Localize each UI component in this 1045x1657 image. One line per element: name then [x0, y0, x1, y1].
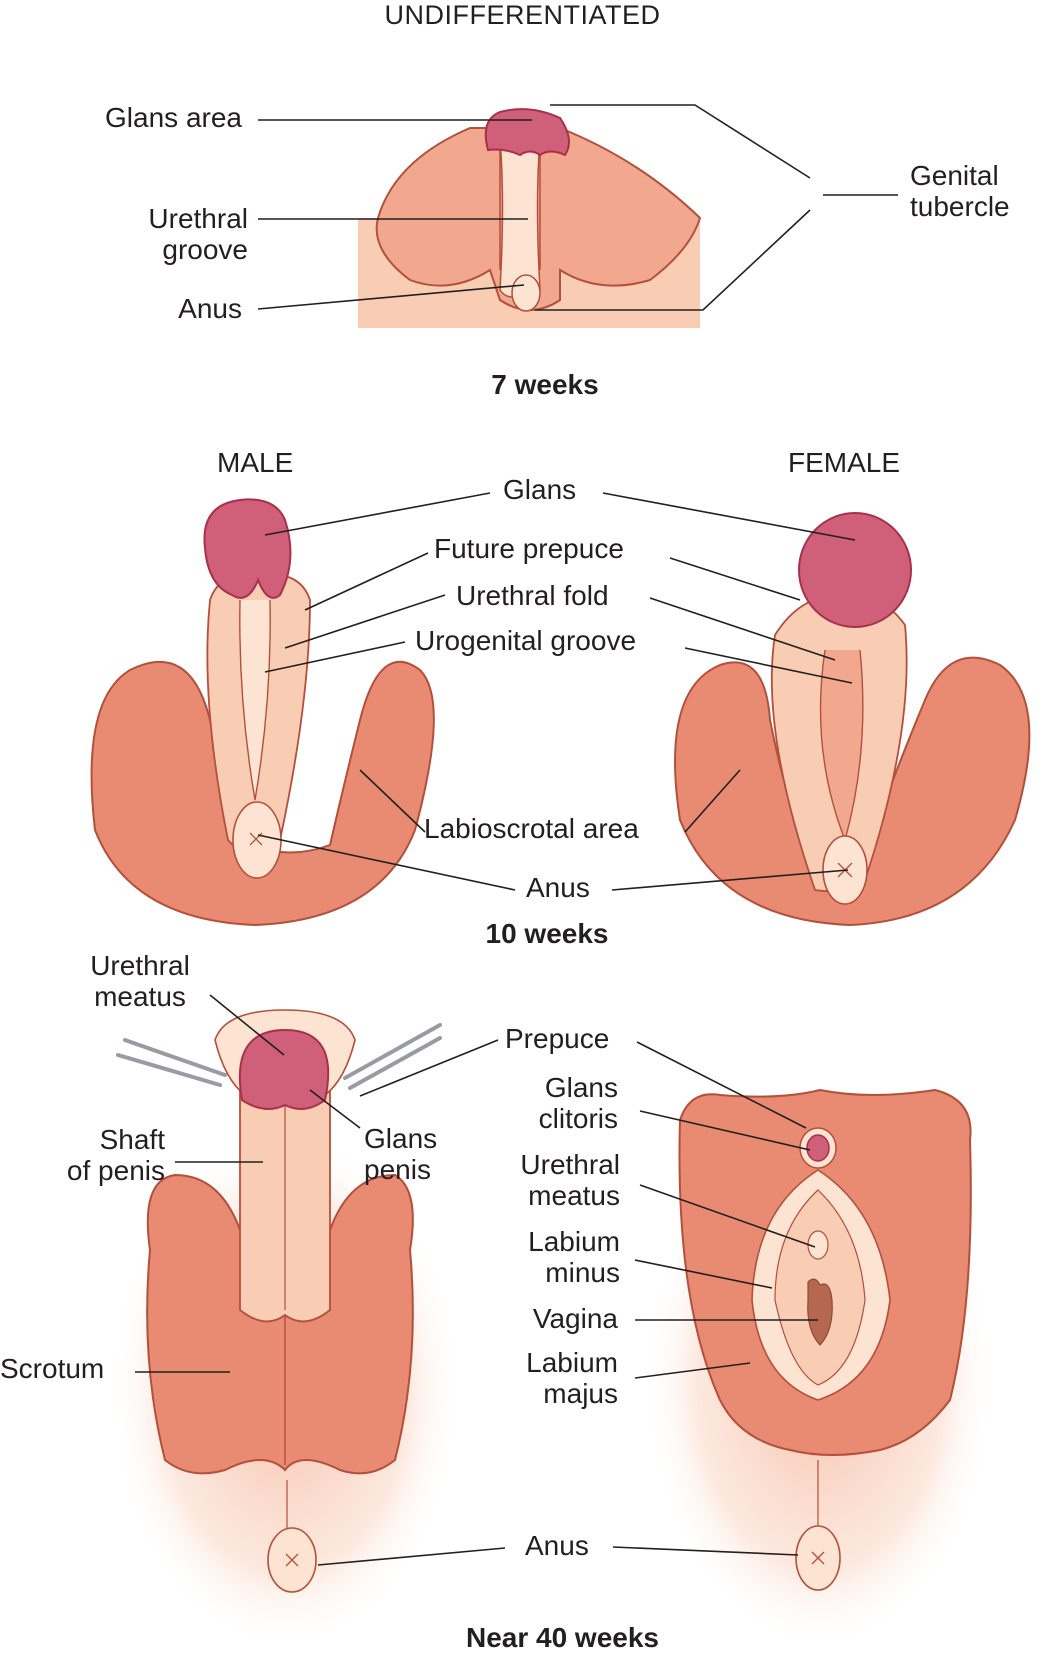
- leader-future-prepuce-male: [304, 552, 429, 611]
- leader-labioscrotal-male: [359, 769, 426, 833]
- label-glans-penis: Glans penis: [364, 1123, 438, 1185]
- label-anus-40wk: Anus: [525, 1530, 589, 1561]
- heading-male: MALE: [217, 447, 294, 478]
- female-10wk-drawing: [674, 512, 1031, 927]
- leader-genital-tubercle-top: [550, 104, 811, 179]
- label-future-prepuce: Future prepuce: [434, 533, 624, 564]
- label-urethral-groove: Urethral groove: [148, 203, 248, 265]
- leader-lines-40wk: [135, 994, 818, 1566]
- leader-glans-penis: [309, 1089, 361, 1129]
- label-scrotum: Scrotum: [0, 1353, 105, 1384]
- female-40wk-drawing: [645, 1088, 995, 1650]
- leader-anus-female-10wk: [611, 869, 849, 891]
- leader-urethral-meatus-female: [639, 1184, 816, 1248]
- label-glans-clitoris: Glans clitoris: [538, 1072, 618, 1134]
- heading-female: FEMALE: [788, 447, 901, 478]
- leader-future-prepuce-female: [669, 557, 801, 601]
- heading-undifferentiated: UNDIFFERENTIATED: [384, 0, 661, 30]
- leader-prepuce-female: [636, 1041, 807, 1129]
- leader-genital-tubercle-bottom: [535, 209, 811, 311]
- caption-10-weeks: 10 weeks: [485, 918, 609, 949]
- leader-anus-male-40wk: [317, 1547, 506, 1566]
- leader-labium-minus: [634, 1259, 773, 1289]
- label-labium-majus: Labium majus: [526, 1347, 618, 1409]
- label-shaft-of-penis: Shaft of penis: [66, 1124, 165, 1186]
- undifferentiated-7wk-drawing: [358, 108, 702, 328]
- leader-urogenital-groove-male: [264, 641, 406, 673]
- label-genital-tubercle: Genital tubercle: [910, 160, 1010, 222]
- label-urethral-fold: Urethral fold: [456, 580, 609, 611]
- label-labium-minus: Labium minus: [528, 1226, 620, 1288]
- leader-lines-7wk: [257, 104, 898, 311]
- leader-anus-7wk: [257, 284, 525, 310]
- leader-urethral-fold-female: [649, 597, 836, 661]
- leader-anus-female-40wk: [612, 1546, 799, 1556]
- label-labioscrotal-area: Labioscrotal area: [424, 813, 639, 844]
- label-urethral-meatus-female: Urethral meatus: [520, 1149, 620, 1211]
- leader-glans-male: [264, 492, 491, 536]
- leader-labioscrotal-female: [684, 769, 741, 833]
- label-vagina: Vagina: [532, 1303, 618, 1334]
- leader-prepuce-male: [359, 1039, 499, 1097]
- label-glans-area: Glans area: [105, 102, 242, 133]
- leader-labium-majus: [634, 1362, 751, 1379]
- male-10wk-drawing: [90, 498, 435, 927]
- label-anus-7wk: Anus: [178, 293, 242, 324]
- leader-urethral-fold-male: [284, 594, 446, 649]
- leader-anus-male-10wk: [257, 834, 516, 891]
- leader-glans-clitoris: [639, 1110, 811, 1151]
- leader-urogenital-groove-female: [684, 647, 853, 684]
- leader-urethral-meatus-male: [209, 994, 285, 1056]
- label-glans-10wk: Glans: [503, 474, 577, 505]
- label-urogenital-groove: Urogenital groove: [415, 625, 637, 656]
- caption-7-weeks: 7 weeks: [491, 369, 599, 400]
- label-prepuce: Prepuce: [505, 1023, 610, 1054]
- label-anus-10wk: Anus: [526, 872, 590, 903]
- caption-near-40-weeks: Near 40 weeks: [465, 1622, 660, 1653]
- label-urethral-meatus-male: Urethral meatus: [90, 950, 190, 1012]
- leader-glans-female: [602, 492, 856, 541]
- leader-lines-10wk: [257, 492, 856, 891]
- male-40wk-drawing: [110, 1009, 460, 1650]
